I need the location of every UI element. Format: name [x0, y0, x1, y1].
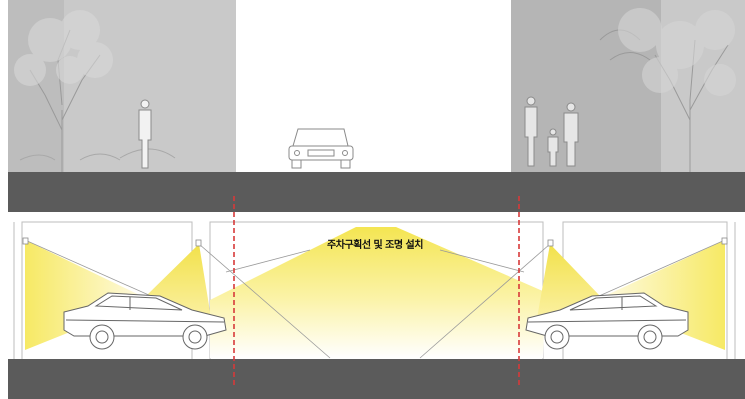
parking-level — [8, 221, 745, 399]
tree-icon — [19, 29, 176, 172]
upper-slab — [8, 172, 745, 212]
car-side-icon — [63, 292, 227, 350]
parking-floor-slab — [8, 359, 745, 399]
car-side-icon — [525, 292, 689, 350]
light-cone-left-wall — [25, 240, 150, 350]
light-cone-center — [210, 227, 545, 358]
light-cone-left-pillar — [146, 244, 213, 330]
car-front-icon — [288, 128, 354, 169]
tree-foliage-icon — [618, 8, 736, 96]
family-icon — [524, 96, 579, 167]
bay-frames — [13, 221, 736, 359]
lamp-icon — [22, 237, 728, 247]
annotation-label: 주차구획선 및 조명 설치 — [327, 240, 423, 251]
light-cone-right-pillar — [535, 244, 600, 330]
upper-street-level — [8, 0, 745, 212]
light-cone-right-wall — [596, 240, 725, 350]
person-icon — [138, 99, 152, 169]
tree-foliage-icon — [14, 10, 113, 86]
